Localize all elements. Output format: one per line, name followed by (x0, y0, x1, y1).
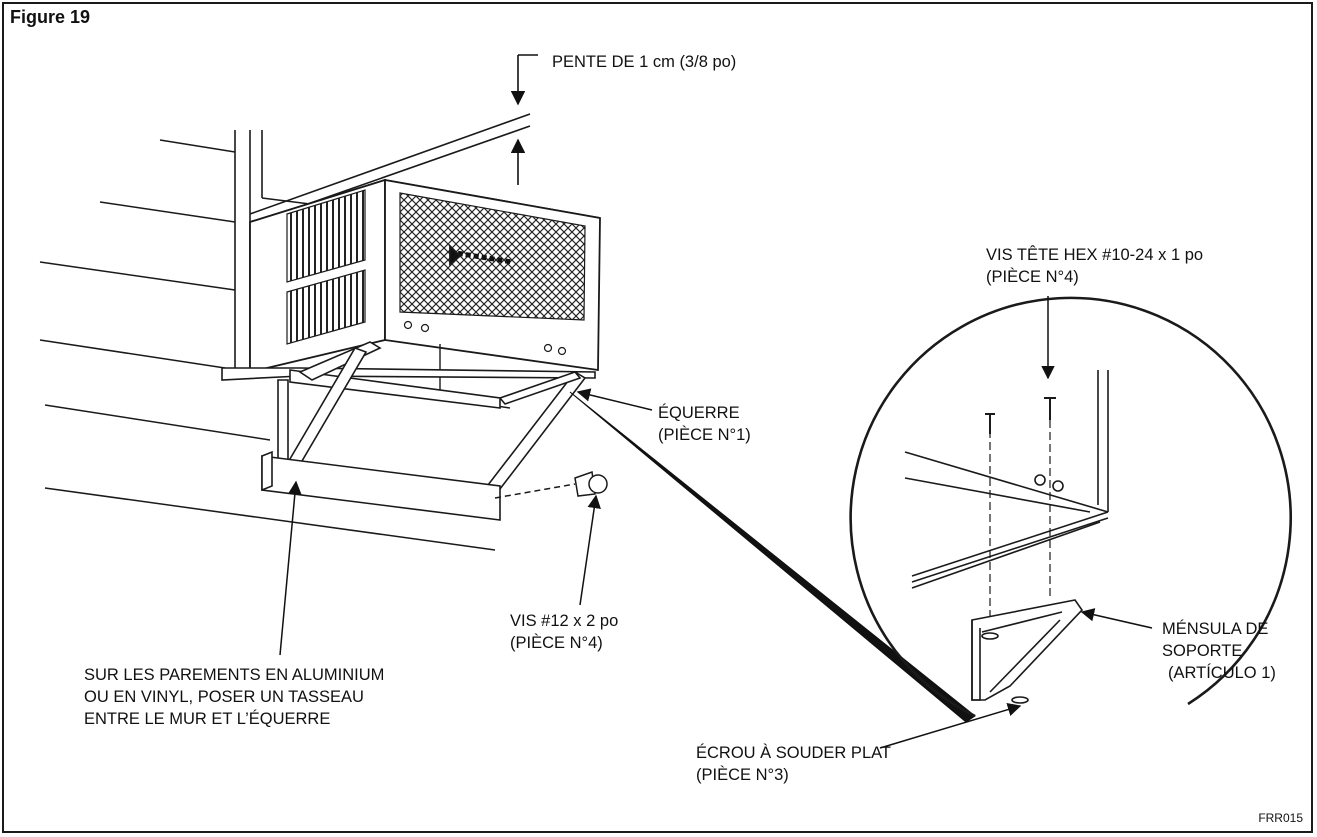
label-siding-line3: ENTRE LE MUR ET L’ÉQUERRE (84, 710, 331, 728)
label-mensula-line1: MÉNSULA DE (1162, 620, 1269, 638)
label-hex-screw-line1: VIS TÊTE HEX #10-24 x 1 po (986, 246, 1204, 264)
label-nut-line1: ÉCROU À SOUDER PLAT (696, 744, 891, 762)
detail-zoom-wedge (569, 391, 976, 723)
label-screw-12-line1: VIS #12 x 2 po (510, 612, 619, 630)
leader-lines (279, 296, 1153, 749)
screw-12 (494, 470, 608, 499)
label-mensula: MÉNSULA DE SOPORTE (ARTÍCULO 1) (1162, 618, 1276, 684)
label-siding-line2: OU EN VINYL, POSER UN TASSEAU (84, 688, 364, 706)
label-mensula-line3: (ARTÍCULO 1) (1168, 664, 1276, 682)
label-siding-line1: SUR LES PAREMENTS EN ALUMINIUM (84, 666, 385, 684)
label-bracket: ÉQUERRE (PIÈCE N°1) (658, 402, 751, 446)
label-slope: PENTE DE 1 cm (3/8 po) (552, 53, 737, 71)
air-conditioner (249, 178, 601, 390)
label-hex-screw-line2: (PIÈCE N°4) (986, 268, 1079, 286)
label-bracket-line2: (PIÈCE N°1) (658, 426, 751, 444)
label-screw-12-line2: (PIÈCE N°4) (510, 634, 603, 652)
label-nut-line2: (PIÈCE N°3) (696, 766, 789, 784)
figure-code: FRR015 (1258, 811, 1303, 825)
label-hex-screw: VIS TÊTE HEX #10-24 x 1 po (PIÈCE N°4) (986, 244, 1203, 288)
figure-title: Figure 19 (10, 7, 91, 27)
label-mensula-line2: SOPORTE (1162, 642, 1243, 660)
slope-indicator (510, 54, 538, 185)
label-nut: ÉCROU À SOUDER PLAT (PIÈCE N°3) (696, 742, 891, 786)
support-brackets (221, 341, 596, 521)
label-bracket-line1: ÉQUERRE (658, 404, 740, 422)
wall-siding-lines (39, 139, 511, 551)
label-siding-note: SUR LES PAREMENTS EN ALUMINIUM OU EN VIN… (84, 664, 384, 730)
label-screw-12: VIS #12 x 2 po (PIÈCE N°4) (510, 610, 618, 654)
detail-circle (849, 296, 1292, 718)
